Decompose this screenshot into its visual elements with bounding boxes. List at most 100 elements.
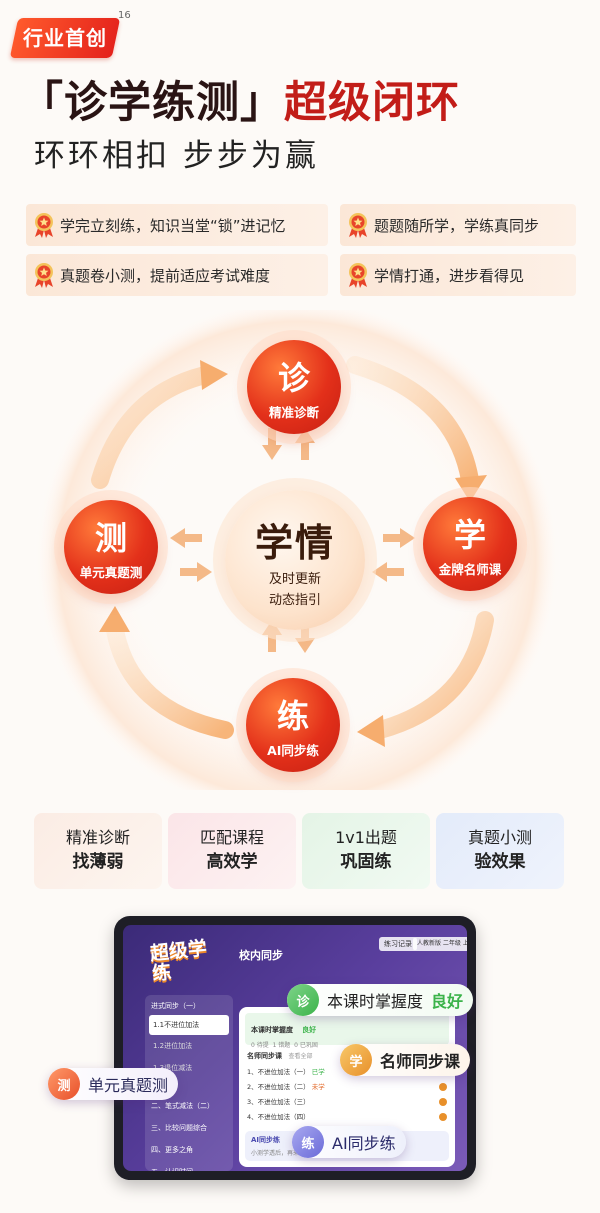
stat-pending: 0 待提 bbox=[251, 1042, 269, 1049]
arc-top-right bbox=[346, 356, 479, 489]
lesson-tag: 未学 bbox=[311, 1083, 325, 1091]
feature-text: 学完立刻练，知识当堂“锁”进记忆 bbox=[60, 216, 286, 235]
arc-bottom-left bbox=[106, 621, 234, 739]
sidebar-item[interactable]: 四、更多之角 bbox=[151, 1146, 193, 1154]
feature-item: 真题卷小测，提前适应考试难度 bbox=[26, 254, 328, 296]
arrowhead-top-left bbox=[200, 360, 228, 390]
arc-bottom-right bbox=[371, 611, 494, 739]
unit-test-float-tag: 测 单元真题测 bbox=[48, 1068, 179, 1100]
play-icon[interactable] bbox=[439, 1113, 447, 1121]
feature-item: 学完立刻练，知识当堂“锁”进记忆 bbox=[26, 204, 328, 246]
play-icon[interactable] bbox=[439, 1098, 447, 1106]
sidebar-item[interactable]: 1.3退位减法 bbox=[153, 1064, 193, 1072]
play-icon[interactable] bbox=[439, 1083, 447, 1091]
pill-line1: 1v1出题 bbox=[335, 828, 397, 847]
hero-title: 「诊学练测」超级闭环 bbox=[20, 68, 460, 130]
benefit-pill-diagnose: 精准诊断 找薄弱 bbox=[34, 813, 162, 889]
stat-wrong: 1 错题 bbox=[272, 1042, 291, 1049]
sidebar-item[interactable]: 1.2进位加法 bbox=[153, 1042, 193, 1050]
center-node-learning-status: 学情 及时更新 动态指引 bbox=[225, 490, 365, 630]
pill-line2: 找薄弱 bbox=[72, 852, 124, 872]
node-learn: 学 金牌名师课 bbox=[423, 497, 517, 591]
lesson-title: 2、不进位加法（二） bbox=[247, 1083, 310, 1091]
feature-text: 真题卷小测，提前适应考试难度 bbox=[60, 266, 271, 285]
node-diagnose-label: 精准诊断 bbox=[268, 405, 319, 420]
center-title: 学情 bbox=[254, 521, 335, 565]
ai-practice-float-tag: 练 AI同步练 bbox=[292, 1126, 406, 1158]
teacher-section-label: 名师同步课 查看全部 bbox=[247, 1051, 447, 1061]
node-diagnose-char: 诊 bbox=[277, 359, 310, 397]
pill-line2: 验效果 bbox=[474, 852, 526, 872]
medal-icon bbox=[349, 263, 367, 288]
view-all-link[interactable]: 查看全部 bbox=[288, 1053, 313, 1060]
node-test-label: 单元真题测 bbox=[79, 565, 143, 580]
sidebar-item-active[interactable]: 1.1不进位加法 bbox=[149, 1015, 229, 1035]
mastery-header: 本课时掌握度 bbox=[251, 1026, 293, 1034]
sidebar-item[interactable]: 二、笔式减法（二） bbox=[151, 1102, 214, 1110]
node-test-char: 测 bbox=[94, 519, 127, 557]
unit-tag-label: 单元真题测 bbox=[88, 1076, 169, 1095]
mastery-tag-value: 良好 bbox=[431, 992, 464, 1011]
pill-line1: 匹配课程 bbox=[199, 828, 264, 847]
lesson-title: 3、不进位加法（三） bbox=[247, 1098, 310, 1106]
lesson-row[interactable]: 3、不进位加法（三） bbox=[247, 1095, 447, 1110]
sidebar-item[interactable]: 三、比较问题综合 bbox=[151, 1124, 207, 1132]
feature-item: 题题随所学，学练真同步 bbox=[340, 204, 576, 246]
hero-subtitle: 环环相扣 步步为赢 bbox=[34, 138, 319, 174]
inner-arrows bbox=[170, 428, 415, 653]
benefit-pill-test: 真题小测 验效果 bbox=[436, 813, 564, 889]
unit-tag-icon: 测 bbox=[48, 1068, 80, 1100]
teacher-tag-icon: 学 bbox=[340, 1044, 372, 1076]
medal-icon bbox=[349, 213, 367, 238]
arrowhead-bottom-left bbox=[99, 606, 130, 632]
hero-title-prefix: 「诊学练测」 bbox=[20, 78, 284, 128]
feature-text: 学情打通，进步看得见 bbox=[374, 266, 525, 285]
feature-item: 学情打通，进步看得见 bbox=[340, 254, 576, 296]
medal-icon bbox=[35, 213, 53, 238]
mastery-panel: 本课时掌握度 良好 0 待提 1 错题 0 已巩固 bbox=[245, 1013, 449, 1049]
node-learn-char: 学 bbox=[453, 516, 486, 554]
arrowhead-bottom-right bbox=[357, 715, 385, 747]
benefit-pill-practice: 1v1出题 巩固练 bbox=[302, 813, 430, 889]
stat-done: 0 已巩固 bbox=[294, 1042, 318, 1049]
mastery-tag-label: 本课时掌握度 bbox=[327, 992, 424, 1011]
arc-top-left bbox=[91, 366, 214, 489]
pill-line1: 精准诊断 bbox=[65, 828, 130, 847]
hero-title-suffix: 超级闭环 bbox=[284, 78, 460, 128]
node-learn-label: 金牌名师课 bbox=[438, 562, 502, 577]
benefit-pill-match: 匹配课程 高效学 bbox=[168, 813, 296, 889]
lesson-tag: 已学 bbox=[311, 1068, 325, 1076]
lesson-row[interactable]: 4、不进位加法（四） bbox=[247, 1110, 447, 1125]
mastery-tag-icon: 诊 bbox=[287, 984, 319, 1016]
record-chip[interactable]: 练习记录 bbox=[379, 937, 417, 951]
lesson-row[interactable]: 2、不进位加法（二） 未学 bbox=[247, 1080, 447, 1095]
ai-card-title: AI同步练 bbox=[251, 1136, 281, 1144]
node-practice: 练 AI同步练 bbox=[246, 678, 340, 772]
ai-tag-icon: 练 bbox=[292, 1126, 324, 1158]
medal-icon bbox=[35, 263, 53, 288]
feature-text: 题题随所学，学练真同步 bbox=[374, 216, 540, 235]
teacher-float-tag: 学 名师同步课 bbox=[340, 1044, 471, 1076]
node-diagnose: 诊 精准诊断 bbox=[247, 340, 341, 434]
arrowhead-top-right bbox=[455, 475, 487, 502]
badge-label: 行业首创 bbox=[23, 26, 107, 50]
learning-cycle-diagram: 学情 及时更新 动态指引 诊 精准诊断 学 金牌名师课 练 AI同步练 测 单元… bbox=[0, 310, 600, 790]
node-practice-char: 练 bbox=[276, 697, 309, 735]
node-practice-label: AI同步练 bbox=[267, 743, 319, 758]
lesson-title: 1、不进位加法（一） bbox=[247, 1068, 310, 1076]
pill-line1: 真题小测 bbox=[467, 828, 532, 847]
center-line1: 及时更新 bbox=[268, 572, 321, 587]
lesson-title: 4、不进位加法（四） bbox=[247, 1113, 310, 1121]
center-line2: 动态指引 bbox=[268, 593, 321, 608]
ai-card-desc: 小测学透后，再来练习吧 bbox=[251, 1150, 318, 1157]
header-title: 校内同步 bbox=[239, 949, 283, 962]
status-time-fragment: 16 bbox=[118, 10, 131, 21]
sidebar-item[interactable]: 进式同步（一） bbox=[151, 1002, 200, 1010]
sidebar-item[interactable]: 五、认识时间 bbox=[145, 1161, 233, 1171]
pill-line2: 高效学 bbox=[206, 852, 258, 872]
grade-select[interactable]: 人教新版 二年级 上学期 bbox=[413, 937, 467, 951]
pill-line2: 巩固练 bbox=[340, 852, 392, 872]
mastery-float-tag: 诊 本课时掌握度 良好 bbox=[287, 984, 474, 1016]
ai-tag-label: AI同步练 bbox=[332, 1134, 396, 1153]
